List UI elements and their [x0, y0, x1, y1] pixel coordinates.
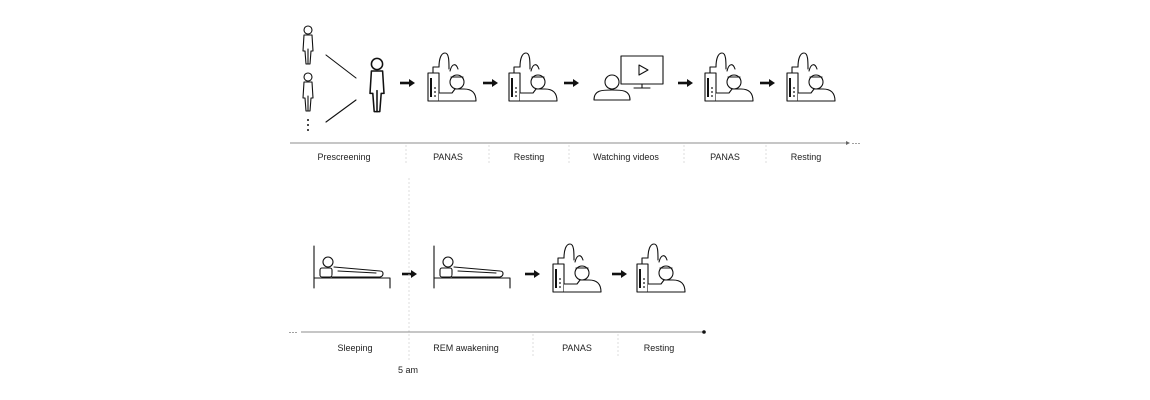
stage-label-watching-videos: Watching videos	[593, 152, 659, 162]
stage-label-resting-1: Resting	[514, 152, 545, 162]
row1-separators	[405, 145, 767, 165]
stage-label-panas-2: PANAS	[710, 152, 740, 162]
stage-label-resting-3: Resting	[644, 343, 675, 353]
participant-icon-2	[302, 72, 314, 112]
stage-label-sleeping: Sleeping	[337, 343, 372, 353]
time-marker-label: 5 am	[398, 365, 418, 375]
funnel-line-top	[325, 54, 357, 79]
sleeping-bed-icon	[313, 245, 391, 289]
funnel-line-bottom	[325, 99, 357, 123]
arrow-icon-8	[610, 268, 629, 280]
arrow-icon-5	[758, 77, 777, 89]
participant-ellipsis-icon	[307, 119, 309, 131]
row1-axis-arrowhead	[846, 141, 850, 145]
arrow-icon-1	[398, 77, 417, 89]
arrow-icon-6	[400, 268, 419, 280]
selected-participant-icon	[369, 57, 385, 113]
row2-ellipsis: ···	[289, 327, 298, 337]
row1-icons	[302, 25, 836, 131]
rem-awakening-bed-icon	[433, 245, 511, 289]
arrow-icon-4	[676, 77, 695, 89]
arrow-icon-7	[523, 268, 542, 280]
stage-label-panas-3: PANAS	[562, 343, 592, 353]
eeg-icon-resting-1	[508, 52, 558, 102]
stage-label-resting-2: Resting	[791, 152, 822, 162]
stage-label-rem-awakening: REM awakening	[433, 343, 499, 353]
eeg-icon-panas-1	[427, 52, 477, 102]
row2-axis-endpoint	[702, 330, 706, 334]
eeg-icon-panas-2	[704, 52, 754, 102]
participant-icon-1	[302, 25, 314, 65]
arrow-icon-3	[562, 77, 581, 89]
stage-label-panas-1: PANAS	[433, 152, 463, 162]
stage-label-prescreening: Prescreening	[317, 152, 370, 162]
eeg-icon-panas-3	[552, 243, 602, 293]
row1-ellipsis: ···	[852, 138, 861, 148]
watching-videos-icon	[593, 55, 664, 101]
eeg-icon-resting-3	[636, 243, 686, 293]
row2-icons	[313, 243, 686, 293]
eeg-icon-resting-2	[786, 52, 836, 102]
arrow-icon-2	[481, 77, 500, 89]
